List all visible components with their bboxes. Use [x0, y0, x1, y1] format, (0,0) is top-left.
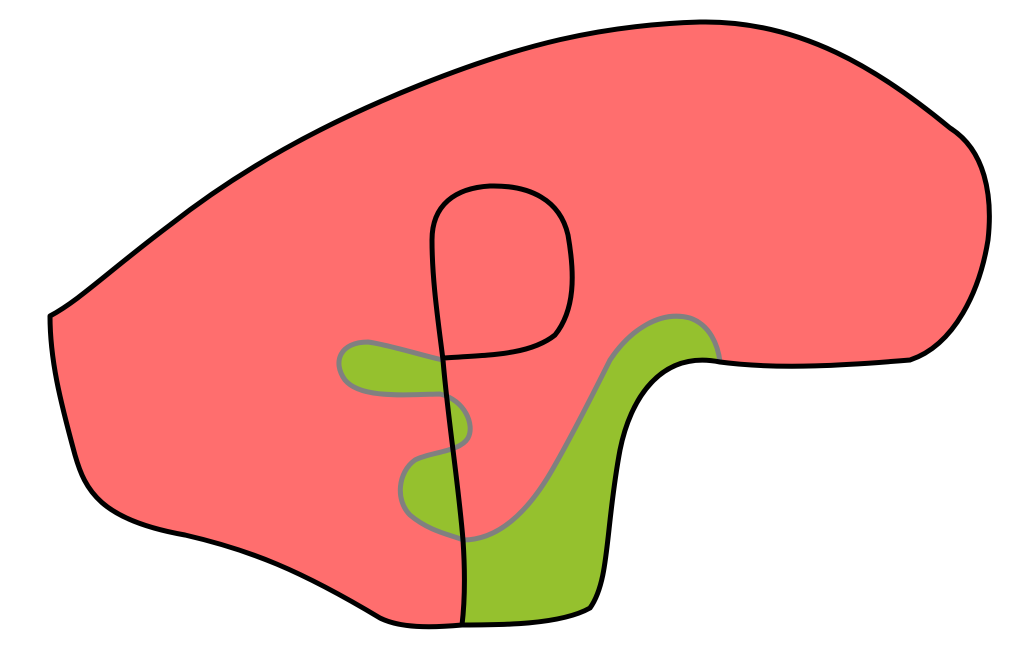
gray-boundary — [336, 313, 723, 543]
black-boundary — [47, 19, 992, 630]
red-region — [50, 21, 990, 627]
green-region — [462, 316, 720, 625]
black-boundary — [429, 183, 575, 628]
